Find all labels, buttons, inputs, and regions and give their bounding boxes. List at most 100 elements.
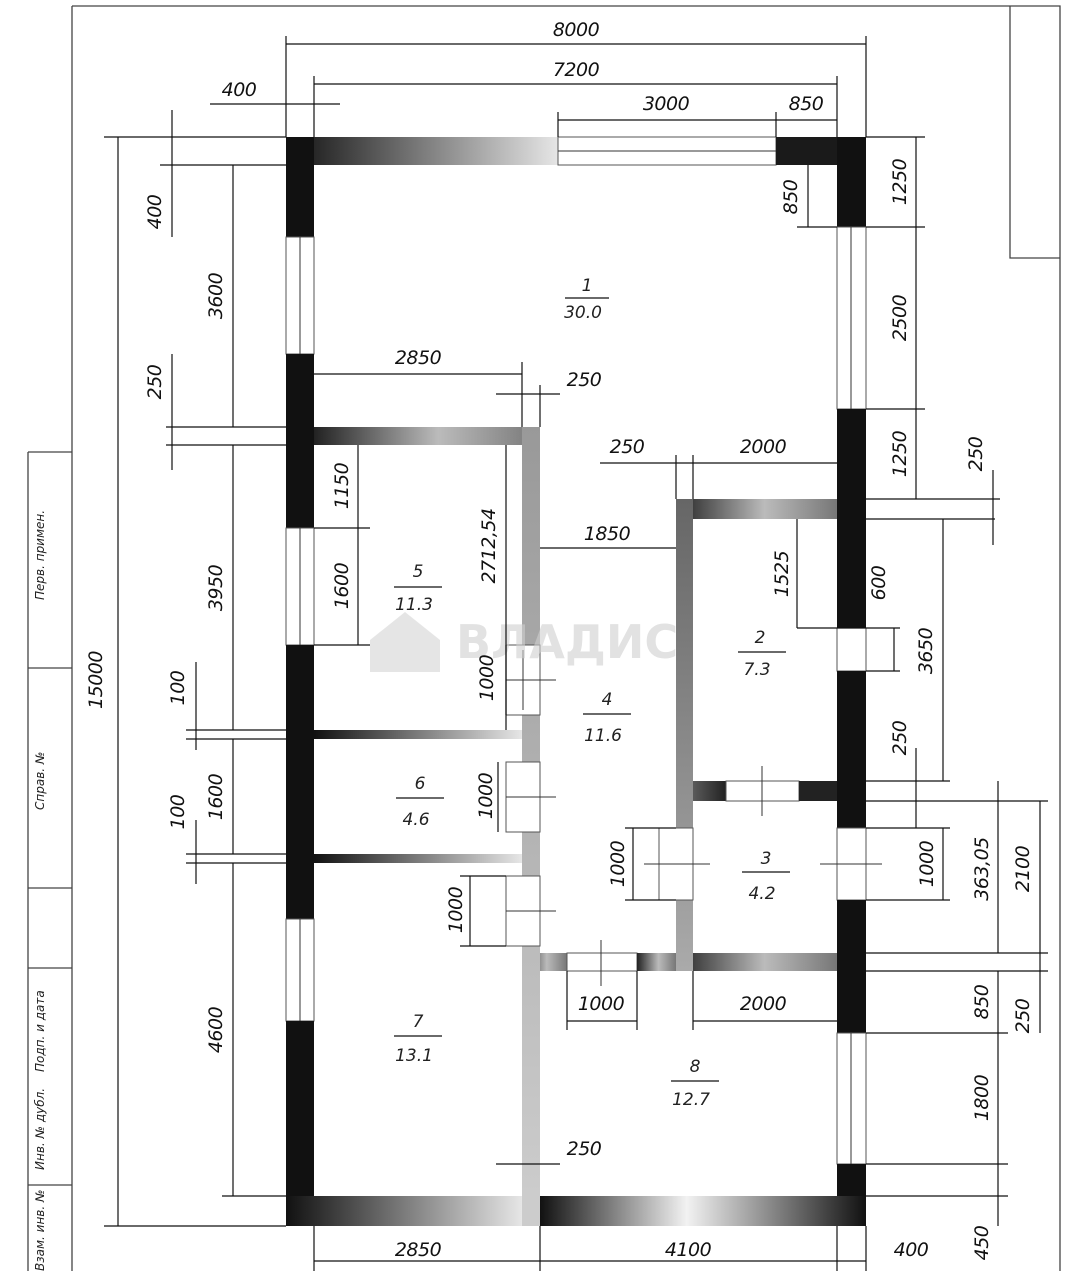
wall-r5-r6: [314, 730, 522, 739]
dim-r3-door-left: 1000: [607, 840, 629, 887]
room-5-area: 11.3: [395, 595, 433, 615]
wall-r1-r5: [314, 427, 540, 445]
wall-bottom-right: [540, 1196, 866, 1226]
room-4: 411.6: [583, 690, 631, 746]
room-6-area: 4.6: [402, 810, 429, 830]
room-2-area: 7.3: [743, 660, 770, 680]
dim-r5-top: 1150: [331, 462, 353, 509]
walls: [285, 136, 867, 1226]
room-8-area: 12.7: [672, 1090, 710, 1110]
sheet-frame: [27, 5, 1061, 1271]
dim-r2-a: 1525: [771, 550, 793, 597]
room-4-number: 4: [602, 690, 613, 710]
room-5-number: 5: [413, 562, 424, 582]
dim-bottom-door: 1000: [578, 993, 625, 1015]
room-7-number: 7: [413, 1012, 424, 1032]
stamp-inv-dubl: Инв. № дубл.: [33, 1088, 47, 1170]
room-5: 511.3: [394, 562, 442, 615]
dim-top-right: 850: [789, 93, 824, 115]
wall-r4-r8-b: [637, 953, 676, 971]
dim-top-inner: 7200: [553, 59, 600, 81]
side-stamp: Перв. примен. Справ. № Подп. и дата Инв.…: [33, 510, 47, 1271]
watermark-logo-icon: [370, 612, 440, 672]
dimension-texts: 8000 7200 400 3000 850 850 15000 400 360…: [85, 19, 1034, 1261]
dim-bottom-wall: 250: [567, 1138, 602, 1160]
dim-r3-a: 363,05: [971, 837, 993, 901]
dim-r5-door: 1000: [476, 654, 498, 701]
dim-right-f: 250: [1012, 998, 1034, 1033]
dim-bottom-left: 2850: [395, 1239, 442, 1261]
room-labels: 130.0 27.3 34.2 411.6 511.3 64.6 713.1 8…: [394, 276, 790, 1110]
room-6: 64.6: [396, 774, 444, 830]
dim-right-c: 1250: [889, 430, 911, 477]
dim-left-e: 100: [167, 670, 189, 705]
dim-r2-width: 2000: [740, 436, 787, 458]
wall-bottom-left: [286, 1196, 522, 1226]
wall-right-4: [837, 900, 866, 1033]
dim-left-total: 15000: [85, 651, 107, 709]
dim-r5-window: 1600: [331, 562, 353, 609]
dim-left-g: 100: [167, 794, 189, 829]
dim-r2-height: 3650: [915, 627, 937, 674]
wall-left-4: [286, 1021, 314, 1226]
room-8-number: 8: [690, 1057, 701, 1077]
dim-r2-window: 600: [868, 565, 890, 600]
window-right-2: [836, 627, 867, 672]
room-3: 34.2: [742, 849, 790, 904]
room-1-number: 1: [582, 276, 593, 296]
room-1: 130.0: [564, 276, 609, 323]
room-2-number: 2: [755, 628, 766, 648]
watermark-text: ВЛАДИС: [456, 615, 678, 669]
dim-left-a: 400: [144, 194, 166, 229]
dim-left-h: 4600: [205, 1006, 227, 1053]
room-8: 812.7: [671, 1057, 719, 1110]
stamp-perv-primen: Перв. примен.: [33, 510, 47, 600]
dim-left-c: 250: [144, 364, 166, 399]
dim-right-top-gap: 850: [780, 179, 802, 214]
dim-top-window: 3000: [643, 93, 690, 115]
room-1-area: 30.0: [564, 303, 602, 323]
dim-r1-width: 2850: [395, 347, 442, 369]
dim-r2-b: 250: [889, 720, 911, 755]
watermark: ВЛАДИС: [370, 612, 678, 672]
room-3-area: 4.2: [748, 884, 775, 904]
dim-corridor: 1850: [584, 523, 631, 545]
dim-right-b: 2500: [889, 294, 911, 341]
dim-wall-250-a: 250: [567, 369, 602, 391]
dim-wall-250-b: 250: [610, 436, 645, 458]
door-marks: [506, 650, 882, 986]
dim-right-e: 850: [971, 984, 993, 1019]
dim-left-b: 3600: [205, 272, 227, 319]
stamp-vzam-inv: Взам. инв. №: [33, 1190, 47, 1271]
dim-r3-b: 2100: [1012, 845, 1034, 892]
dim-left-f: 1600: [205, 773, 227, 820]
room-4-area: 11.6: [584, 726, 622, 746]
room-7: 713.1: [394, 1012, 442, 1066]
dim-bottom-right: 4100: [665, 1239, 712, 1261]
wall-right-1: [837, 137, 866, 227]
dim-r6-door: 1000: [475, 772, 497, 819]
dim-top-total: 8000: [553, 19, 600, 41]
wall-right-2: [837, 409, 866, 628]
dim-right-a: 1250: [889, 158, 911, 205]
dim-right-h: 450: [971, 1225, 993, 1260]
dim-right-d: 250: [965, 436, 987, 471]
wall-left-2: [286, 354, 314, 528]
stamp-sprav: Справ. №: [33, 752, 47, 810]
room-7-area: 13.1: [395, 1046, 433, 1066]
wall-r1-r2: [676, 499, 837, 519]
wall-left-3: [286, 645, 314, 919]
dim-bottom-400: 400: [894, 1239, 929, 1261]
room-3-number: 3: [761, 849, 772, 869]
dim-bottom-door2: 2000: [740, 993, 787, 1015]
room-6-number: 6: [415, 774, 426, 794]
stamp-podp-data: Подп. и дата: [33, 990, 47, 1072]
dim-r3-door-right: 1000: [916, 840, 938, 887]
dimension-lines: [104, 36, 1048, 1271]
dim-r7-door: 1000: [445, 886, 467, 933]
dim-top-wall: 400: [222, 79, 257, 101]
wall-r3-r8: [676, 953, 837, 971]
dim-r5-height: 2712,54: [478, 508, 500, 583]
room-2: 27.3: [738, 628, 786, 680]
